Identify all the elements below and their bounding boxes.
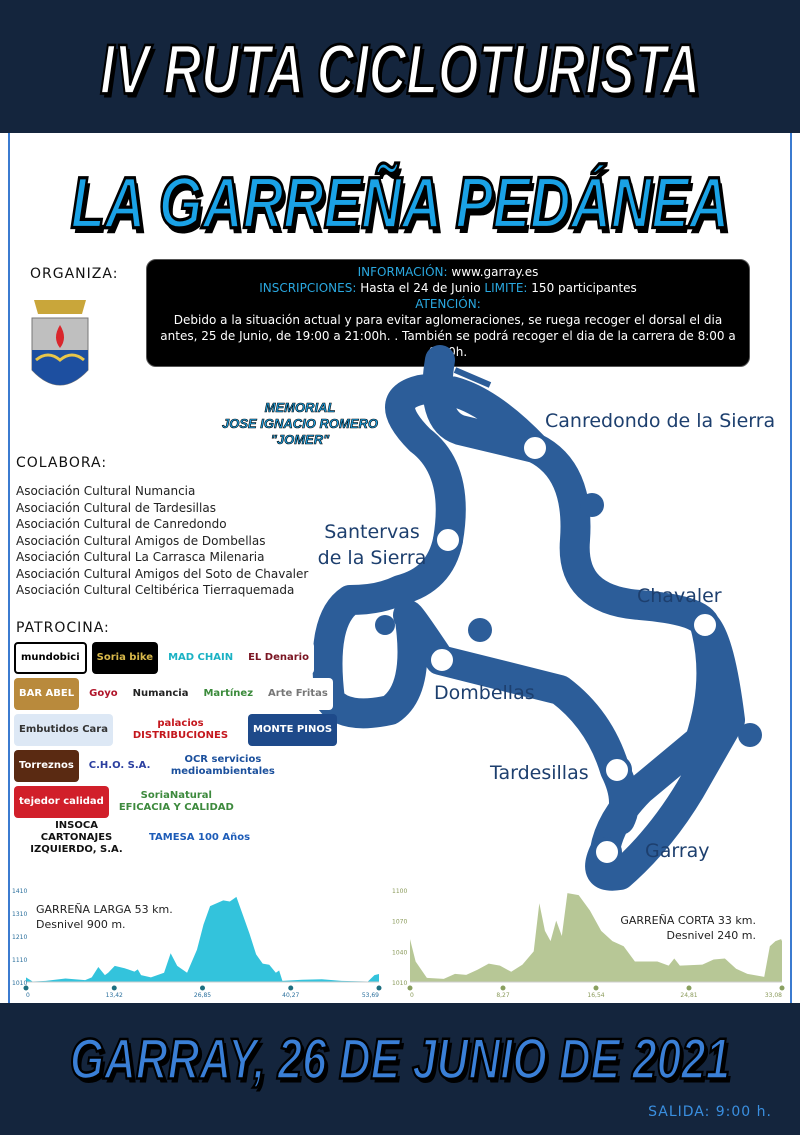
town-marker (690, 610, 720, 640)
list-item: Asociación Cultural de Canredondo (16, 517, 227, 531)
sponsor-logo: tejedor calidad (14, 786, 109, 818)
cyclist-icon (468, 618, 492, 642)
inscripciones-line: INSCRIPCIONES: Hasta el 24 de Junio LIMI… (259, 281, 637, 295)
y-tick-label: 1070 (392, 919, 407, 926)
y-tick-label: 1210 (12, 934, 27, 941)
x-tick-label: 0 (410, 992, 414, 999)
sponsor-logo: C.H.O. S.A. (83, 750, 156, 782)
sponsor-logo: Martínez (198, 678, 259, 710)
poster-frame (8, 133, 792, 1003)
x-tick-label: 53,69 (362, 992, 379, 999)
elevation-chart-larga: 1010 1110 1210 1310 1410 0 13,42 26,85 40,27 53,6… (12, 888, 382, 999)
y-tick-label: 1010 (392, 980, 407, 987)
x-tick-marker (779, 985, 785, 991)
cyclist-icon (375, 615, 395, 635)
x-tick-marker (200, 985, 205, 991)
y-tick-label: 1040 (392, 949, 407, 956)
x-tick-label: 8,27 (496, 992, 510, 999)
y-tick-label: 1100 (392, 888, 407, 895)
colabora-list: Asociación Cultural Numancia Asociación … (16, 483, 308, 599)
event-date: GARRAY, 26 DE JUNIO DE 2021 (69, 1027, 731, 1093)
town-marker (520, 433, 550, 463)
colabora-label: COLABORA: (16, 455, 108, 471)
cyclist-icons (375, 493, 762, 747)
atencion-text: Debido a la situación actual y para evit… (160, 313, 736, 359)
list-item: Asociación Cultural Amigos del Soto de C… (16, 566, 309, 581)
x-tick-label: 26,85 (194, 992, 211, 999)
sponsor-logo: EL Denario (243, 642, 314, 674)
town-marker (592, 837, 622, 867)
x-tick-label: 0 (26, 992, 30, 999)
sponsor-logo: Torreznos (14, 750, 79, 782)
x-tick-marker (111, 985, 117, 991)
x-tick-marker (288, 985, 294, 991)
patrocina-label: PATROCINA: (16, 620, 110, 636)
list-item: Asociación Cultural de Tardesillas (16, 500, 216, 515)
sponsor-logo: INSOCA CARTONAJES IZQUIERDO, S.A. (14, 820, 139, 855)
y-tick-label: 1010 (12, 980, 27, 987)
sponsor-logo: MONTE PINOS (247, 714, 338, 746)
x-tick-marker (376, 985, 382, 991)
town-dombellas: Dombellas (434, 682, 535, 704)
website-link[interactable]: www.garray.es (447, 265, 539, 279)
town-santervas: Santervas de la Sierra (317, 521, 427, 569)
start-time: SALIDA: 9:00 h. (648, 1104, 772, 1120)
town-garray: Garray (645, 840, 710, 862)
x-tick-label: 40,27 (282, 992, 299, 999)
chart-corta-label: GARREÑA CORTA 33 km.Desnivel 240 m. (620, 914, 756, 942)
sponsor-logo: Goyo (84, 678, 123, 710)
town-chavaler: Chavaler (637, 585, 722, 607)
list-item: Asociación Cultural Celtibérica Tierraqu… (16, 583, 295, 597)
elevation-chart-corta: 1010 1040 1070 1100 0 8,27 16,54 24,81 33,08 (392, 888, 785, 999)
y-tick-label: 1110 (12, 957, 27, 964)
organiza-label: ORGANIZA: (30, 266, 119, 282)
town-canredondo: Canredondo de la Sierra (545, 410, 776, 432)
x-tick-marker (500, 985, 506, 991)
x-tick-marker (407, 985, 413, 991)
y-tick-label: 1410 (12, 888, 27, 895)
sponsor-logo: TAMESA 100 Años (144, 822, 256, 854)
sponsor-logo: MAD CHAIN (163, 642, 239, 674)
elevation-area (26, 896, 379, 982)
x-tick-marker (686, 985, 692, 991)
atencion-label: ATENCIÓN: (415, 297, 481, 311)
sponsor-logo: palacios DISTRIBUCIONES (117, 714, 243, 746)
info-line: INFORMACIÓN: www.garray.es (357, 265, 539, 279)
x-tick-label: 33,08 (765, 992, 782, 999)
x-tick-label: 24,81 (680, 992, 697, 999)
header-banner (0, 0, 800, 133)
coat-of-arms-icon (31, 300, 89, 386)
x-tick-label: 13,42 (106, 992, 123, 999)
sponsor-logo: SoriaNatural EFICACIA Y CALIDAD (113, 786, 239, 818)
sponsor-logo: Embutidos Cara (14, 714, 113, 746)
town-marker (602, 755, 632, 785)
sponsor-logo: BAR ABEL (14, 678, 80, 710)
x-tick-marker (593, 985, 599, 991)
header-title: IV RUTA CICLOTURISTA (99, 30, 701, 111)
elevation-area (410, 893, 782, 982)
sponsor-logo: OCR servicios medioambientales (160, 750, 286, 782)
town-marker (433, 525, 463, 555)
y-tick-label: 1310 (12, 911, 27, 918)
list-item: Asociación Cultural La Carrasca Milenari… (16, 550, 265, 564)
list-item: Asociación Cultural Numancia (16, 484, 196, 498)
town-tardesillas: Tardesillas (490, 762, 589, 784)
footer-banner (0, 1003, 800, 1135)
sponsor-logo: Numancia (127, 678, 194, 710)
town-marker (427, 645, 457, 675)
x-tick-marker (23, 985, 29, 991)
cyclist-icon (580, 493, 604, 517)
sponsor-logo: mundobici (14, 642, 87, 674)
chart-larga-label: GARREÑA LARGA 53 km.Desnivel 900 m. (36, 903, 173, 931)
sponsor-logo: Soria bike (91, 642, 159, 674)
event-title: LA GARREÑA PEDÁNEA (69, 160, 730, 245)
sponsor-logo: Arte Fritas (263, 678, 333, 710)
x-tick-label: 16,54 (587, 992, 604, 999)
cyclist-icon (738, 723, 762, 747)
list-item: Asociación Cultural Amigos de Dombellas (16, 533, 266, 548)
